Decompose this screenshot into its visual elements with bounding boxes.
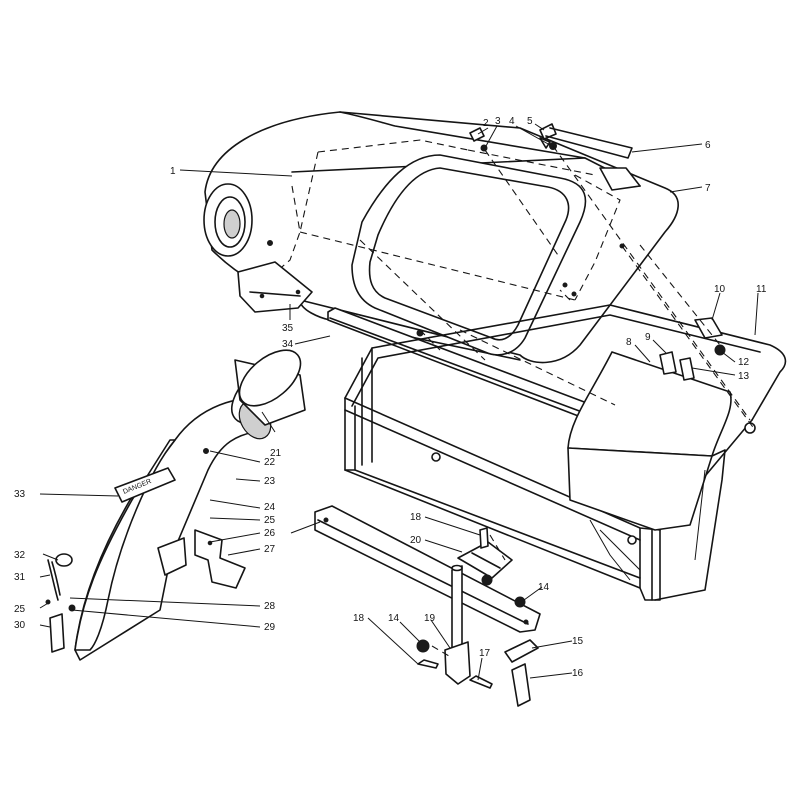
callout-18a: 18 [410, 512, 422, 523]
callout-15: 15 [572, 636, 584, 647]
hood-cover [203, 111, 679, 364]
callout-4: 4 [509, 116, 515, 127]
callout-32: 32 [14, 550, 26, 561]
chute-bracket [194, 529, 246, 589]
callout-3: 3 [495, 116, 501, 127]
callout-5: 5 [527, 116, 533, 127]
chute-latch [45, 553, 73, 653]
bag-frame [344, 304, 787, 601]
callout-25a: 25 [264, 515, 276, 526]
callout-18b: 18 [353, 613, 365, 624]
callout-22: 22 [264, 457, 276, 468]
callout-35: 35 [282, 323, 294, 334]
callout-1: 1 [170, 166, 176, 177]
callout-6: 6 [705, 140, 711, 151]
callout-34: 34 [282, 339, 294, 350]
callout-33: 33 [14, 489, 26, 500]
callout-26: 26 [264, 528, 276, 539]
callout-24: 24 [264, 502, 276, 513]
callout-28: 28 [264, 601, 276, 612]
hood-hardware [469, 123, 633, 159]
callout-12: 12 [738, 357, 750, 368]
callout-17: 17 [479, 648, 491, 659]
callout-8: 8 [626, 337, 632, 348]
callout-29: 29 [264, 622, 276, 633]
hitch-post-assembly [416, 527, 539, 707]
callout-31: 31 [14, 572, 26, 583]
callout-9: 9 [645, 332, 651, 343]
callout-25b: 25 [14, 604, 26, 615]
lower-shield [237, 261, 313, 313]
callout-14a: 14 [538, 582, 550, 593]
callout-7: 7 [705, 183, 711, 194]
bag-clips [659, 317, 726, 381]
alignment-lines [359, 145, 756, 657]
callout-19: 19 [424, 613, 436, 624]
callout-10: 10 [714, 284, 726, 295]
leader-lines [39, 123, 759, 681]
callout-21: 21 [270, 448, 282, 459]
callout-numbers: 1 2 3 4 5 6 7 8 9 10 11 12 13 14 14 15 1… [14, 116, 767, 679]
callout-11: 11 [756, 284, 767, 295]
callout-13: 13 [738, 371, 750, 382]
callout-14b: 14 [388, 613, 400, 624]
callout-20: 20 [410, 535, 422, 546]
callout-30: 30 [14, 620, 26, 631]
callout-23: 23 [264, 476, 276, 487]
discharge-chute: DANGER [68, 349, 306, 661]
grass-bag [567, 351, 732, 601]
callout-2: 2 [483, 118, 489, 129]
callout-16: 16 [572, 668, 584, 679]
hitch-bar [314, 505, 541, 633]
callout-27: 27 [264, 544, 276, 555]
